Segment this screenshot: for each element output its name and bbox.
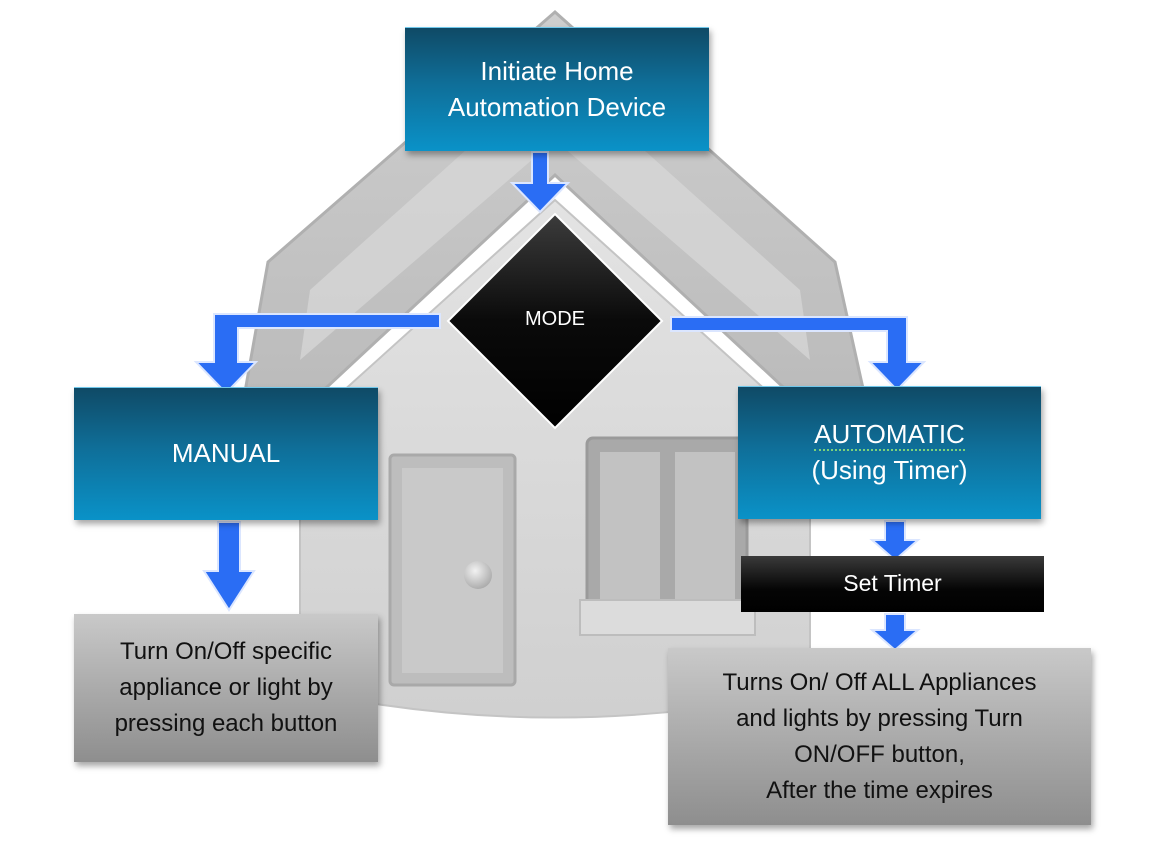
arrow-mode-to-automatic bbox=[670, 316, 927, 392]
auto-desc-line-3: ON/OFF button, bbox=[794, 740, 965, 768]
manual-mode-box: MANUAL bbox=[74, 387, 378, 520]
manual-desc-line-1: Turn On/Off specific bbox=[119, 638, 333, 665]
mode-label: MODE bbox=[525, 308, 585, 330]
auto-desc-line-2: and lights by pressing Turn bbox=[736, 704, 1023, 732]
arrow-timer-to-description bbox=[869, 613, 921, 652]
arrow-automatic-to-timer bbox=[869, 520, 921, 562]
manual-label: MANUAL bbox=[171, 438, 281, 469]
initiate-line-2: Automation Device bbox=[447, 91, 667, 122]
automatic-mode-box: AUTOMATIC (Using Timer) bbox=[738, 386, 1041, 519]
arrow-mode-to-manual bbox=[193, 313, 441, 395]
arrow-manual-to-description bbox=[202, 521, 256, 612]
manual-desc-line-3: pressing each button bbox=[114, 710, 338, 737]
flow-arrows bbox=[193, 151, 927, 652]
initiate-device-box: Initiate Home Automation Device bbox=[405, 27, 709, 151]
mode-decision-diamond bbox=[446, 212, 664, 430]
automatic-sublabel: (Using Timer) bbox=[811, 455, 968, 485]
auto-desc-line-1: Turns On/ Off ALL Appliances bbox=[722, 668, 1037, 696]
arrow-initiate-to-mode bbox=[509, 151, 571, 214]
manual-desc-line-2: appliance or light by bbox=[119, 674, 333, 701]
set-timer-label: Set Timer bbox=[843, 570, 942, 597]
auto-desc-line-4: After the time expires bbox=[766, 776, 993, 804]
house-window-pane-right bbox=[675, 452, 735, 602]
house-window-pane-left bbox=[600, 452, 660, 602]
initiate-line-1: Initiate Home bbox=[480, 55, 634, 86]
automatic-description-box: Turns On/ Off ALL Appliances and lights … bbox=[668, 648, 1091, 825]
set-timer-box: Set Timer bbox=[741, 556, 1044, 612]
manual-description-box: Turn On/Off specific appliance or light … bbox=[74, 614, 378, 762]
automatic-label: AUTOMATIC bbox=[814, 419, 965, 452]
door-knob bbox=[464, 561, 492, 589]
house-window-sill bbox=[579, 599, 756, 636]
